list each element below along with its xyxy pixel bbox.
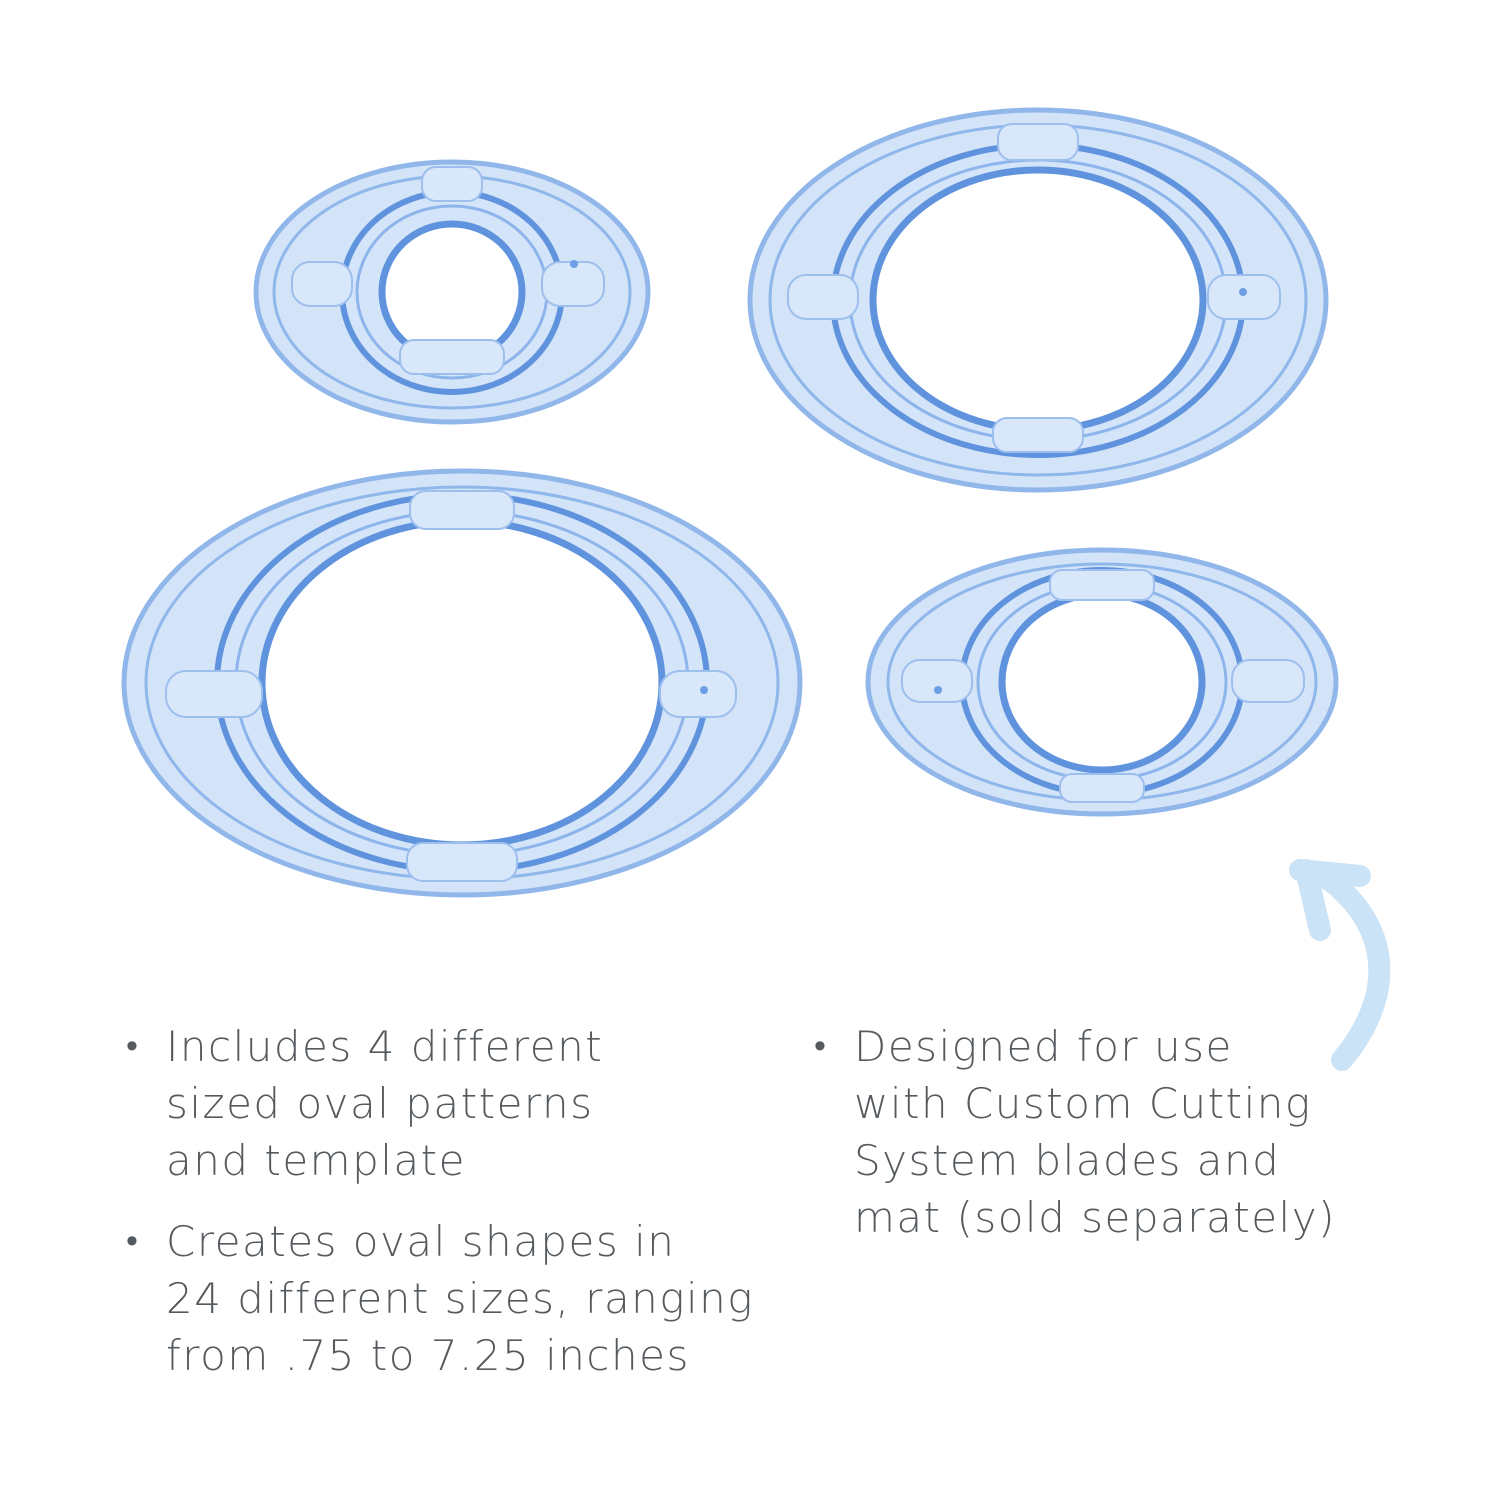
bullet-marker: • [814, 1026, 828, 1066]
feature-list-left: • Includes 4 different sized oval patter… [122, 1018, 822, 1408]
oval-template-largest [121, 468, 803, 898]
feature-text: Creates oval shapes in 24 different size… [166, 1217, 754, 1380]
list-item: • Creates oval shapes in 24 different si… [122, 1213, 822, 1384]
feature-text: Includes 4 different sized oval patterns… [166, 1022, 604, 1185]
bullet-marker: • [126, 1026, 140, 1066]
list-item: • Designed for use with Custom Cutting S… [810, 1018, 1450, 1246]
oval-template-medium-large [747, 107, 1329, 493]
bullet-marker: • [126, 1221, 140, 1261]
curved-arrow-up-icon [1289, 859, 1391, 1071]
feature-text: Designed for use with Custom Cutting Sys… [854, 1022, 1336, 1242]
feature-list-right: • Designed for use with Custom Cutting S… [810, 1018, 1450, 1270]
oval-template-small [253, 159, 651, 425]
oval-template-medium [865, 547, 1339, 817]
list-item: • Includes 4 different sized oval patter… [122, 1018, 822, 1189]
